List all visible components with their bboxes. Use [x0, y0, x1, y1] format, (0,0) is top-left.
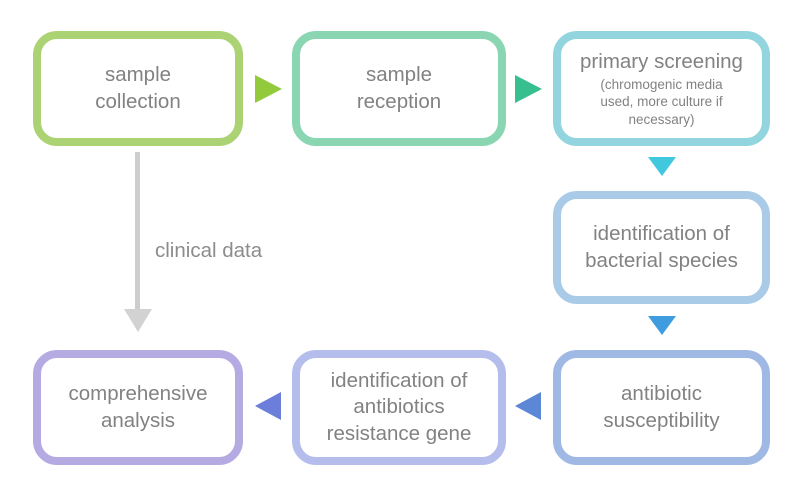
- clinical-data-label: clinical data: [155, 239, 263, 262]
- node-sublabel: (chromogenic media used, more culture if…: [600, 76, 723, 127]
- arrow-down-icon: [648, 157, 676, 176]
- node-identification-of-bacterial-species: identification of bacterial species: [553, 191, 770, 304]
- node-sample-reception: sample reception: [292, 31, 506, 146]
- clinical-data-arrow-head-icon: [124, 309, 152, 332]
- node-sample-collection: sample collection: [33, 31, 243, 146]
- arrow-down-icon: [648, 316, 676, 335]
- node-label: antibiotic susceptibility: [603, 382, 720, 432]
- arrow-right-icon: [515, 75, 542, 103]
- node-antibiotic-susceptibility: antibiotic susceptibility: [553, 350, 770, 465]
- node-label: comprehensive analysis: [68, 382, 208, 432]
- arrow-left-icon: [515, 392, 541, 420]
- node-comprehensive-analysis: comprehensive analysis: [33, 350, 243, 465]
- arrow-left-icon: [255, 392, 281, 420]
- node-label: identification of antibiotics resistance…: [326, 369, 472, 445]
- node-label: sample reception: [356, 63, 442, 113]
- node-label: sample collection: [95, 63, 181, 113]
- node-label: primary screening: [580, 49, 743, 73]
- node-identification-of-antibiotics-resistance-gene: identification of antibiotics resistance…: [292, 350, 506, 465]
- node-primary-screening: primary screening (chromogenic media use…: [553, 31, 770, 146]
- arrow-right-icon: [255, 75, 282, 103]
- clinical-data-arrow-line: [135, 152, 140, 309]
- node-label: identification of bacterial species: [585, 222, 738, 272]
